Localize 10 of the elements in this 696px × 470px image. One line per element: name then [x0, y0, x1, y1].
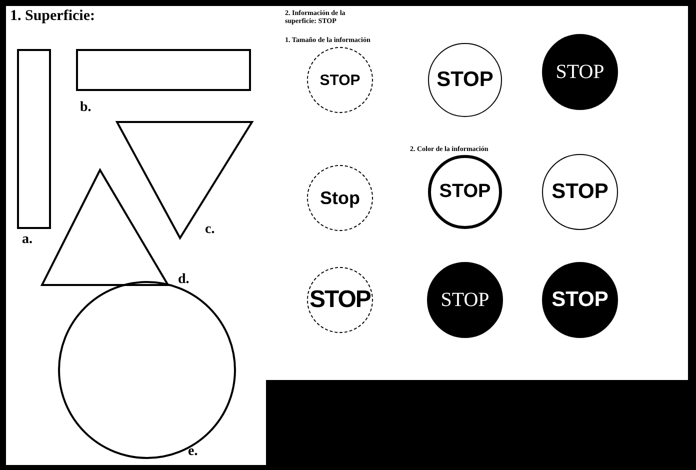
heading: 1. Superficie:	[10, 8, 95, 25]
triangle-shape	[115, 121, 254, 240]
shape-letter: d.	[178, 272, 190, 288]
shape-letter: c.	[205, 222, 215, 238]
shape-letter: a.	[22, 232, 32, 248]
triangle-shape	[40, 168, 170, 286]
rectangle-shape	[17, 49, 51, 229]
shape-letter: b.	[80, 100, 92, 116]
shape-letter: e.	[188, 444, 198, 460]
rectangle-shape	[76, 49, 251, 91]
